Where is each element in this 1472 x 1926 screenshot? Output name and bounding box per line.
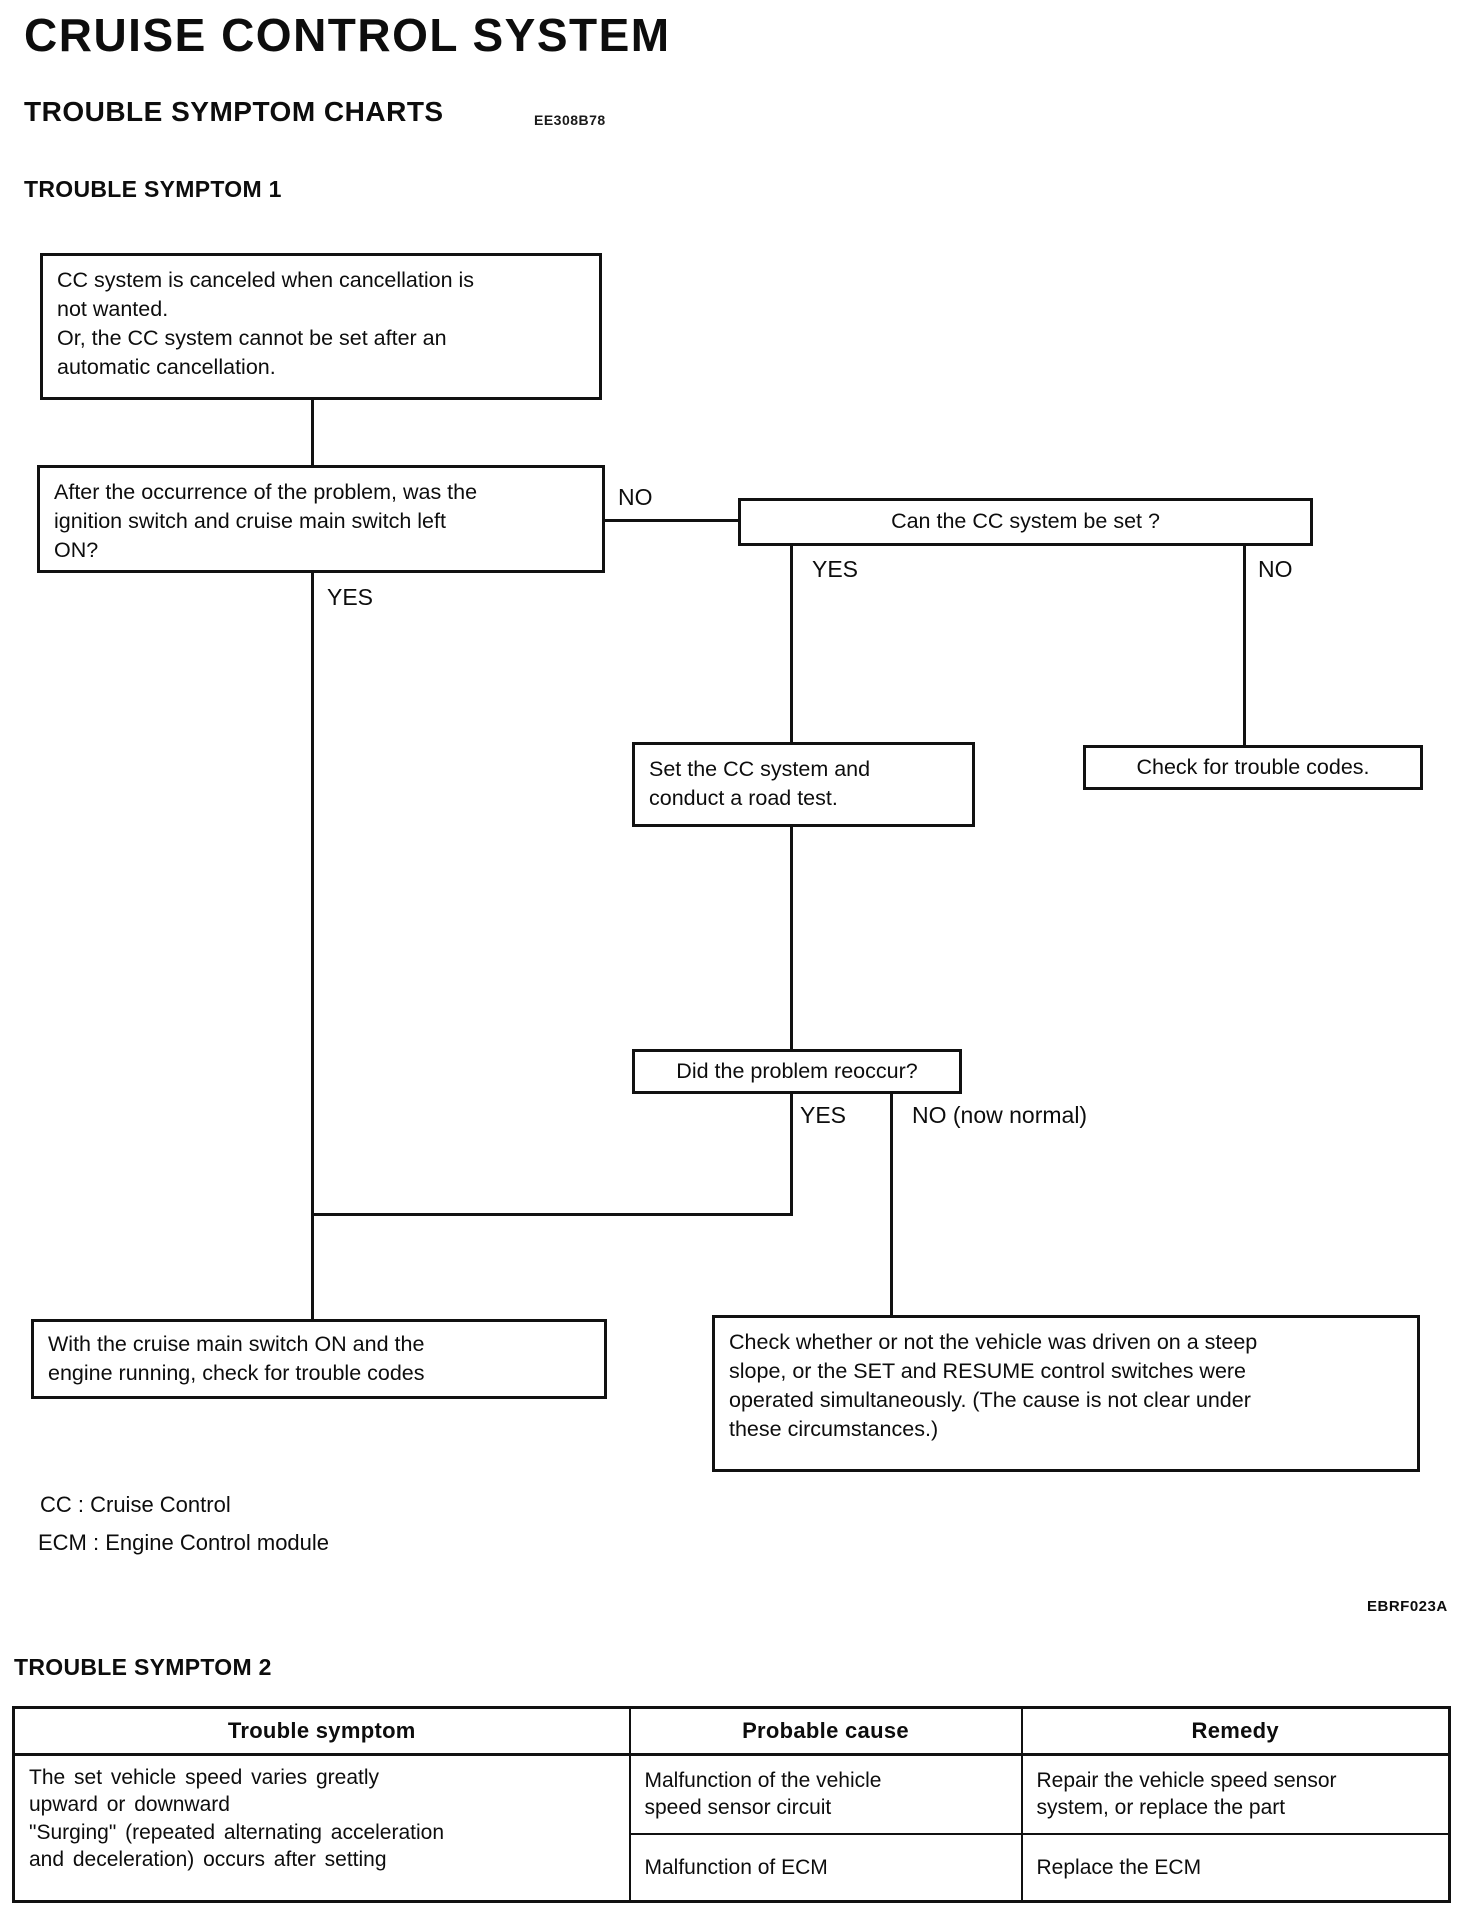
- connector-line: [790, 1094, 793, 1216]
- legend-cc: CC : Cruise Control: [40, 1492, 231, 1517]
- symptom2-table: Trouble symptom Probable cause Remedy Th…: [12, 1706, 1451, 1903]
- flow-box-question-ignition-switch: After the occurrence of the problem, was…: [37, 465, 605, 573]
- flow-box-check-trouble-codes: Check for trouble codes.: [1083, 745, 1423, 790]
- section-code: EE308B78: [534, 112, 606, 128]
- symptom1-heading: TROUBLE SYMPTOM 1: [24, 176, 282, 202]
- cell-probable-cause-1: Malfunction of the vehicle speed sensor …: [628, 1753, 1023, 1835]
- cell-remedy-2: Replace the ECM: [1020, 1832, 1451, 1903]
- flow-box-question-can-set: Can the CC system be set ?: [738, 498, 1313, 546]
- page-title: CRUISE CONTROL SYSTEM: [24, 9, 671, 61]
- legend-ecm: ECM : Engine Control module: [38, 1530, 330, 1555]
- connector-line: [605, 519, 739, 522]
- cell-remedy-1: Repair the vehicle speed sensor system, …: [1020, 1753, 1451, 1835]
- cell-trouble-symptom: The set vehicle speed varies greatly upw…: [12, 1753, 631, 1903]
- flow-box-check-codes-engine-running: With the cruise main switch ON and the e…: [31, 1319, 607, 1399]
- symptom2-heading: TROUBLE SYMPTOM 2: [14, 1654, 272, 1680]
- column-header-probable-cause: Probable cause: [628, 1706, 1023, 1756]
- column-header-trouble-symptom: Trouble symptom: [12, 1706, 631, 1756]
- table-header-row: Trouble symptom Probable cause Remedy: [12, 1706, 1451, 1756]
- table-row: The set vehicle speed varies greatly upw…: [12, 1753, 1451, 1903]
- figure-code: EBRF023A: [1367, 1598, 1448, 1615]
- connector-line: [311, 400, 314, 466]
- column-header-remedy: Remedy: [1020, 1706, 1451, 1756]
- flow-box-steep-slope: Check whether or not the vehicle was dri…: [712, 1315, 1420, 1472]
- branch-label-yes-ignition: YES: [327, 584, 374, 610]
- flow-box-question-reoccur: Did the problem reoccur?: [632, 1049, 962, 1094]
- connector-line: [1243, 546, 1246, 746]
- branch-label-no-reoccur: NO (now normal): [912, 1102, 1088, 1128]
- branch-label-no-can-set: NO: [1258, 556, 1293, 582]
- branch-label-yes-can-set: YES: [812, 556, 859, 582]
- connector-line: [311, 573, 314, 1320]
- flow-box-problem-statement: CC system is canceled when cancellation …: [40, 253, 602, 400]
- cell-probable-cause-2: Malfunction of ECM: [628, 1832, 1023, 1903]
- connector-line: [790, 546, 793, 743]
- connector-line: [890, 1094, 893, 1316]
- section-heading: TROUBLE SYMPTOM CHARTS: [24, 96, 444, 127]
- connector-line: [311, 1213, 793, 1216]
- branch-label-yes-reoccur: YES: [800, 1102, 847, 1128]
- table-row: Malfunction of ECM Replace the ECM: [14, 1832, 1451, 1903]
- connector-line: [790, 827, 793, 1050]
- flow-box-road-test: Set the CC system and conduct a road tes…: [632, 742, 975, 827]
- branch-label-no-ignition: NO: [618, 484, 653, 510]
